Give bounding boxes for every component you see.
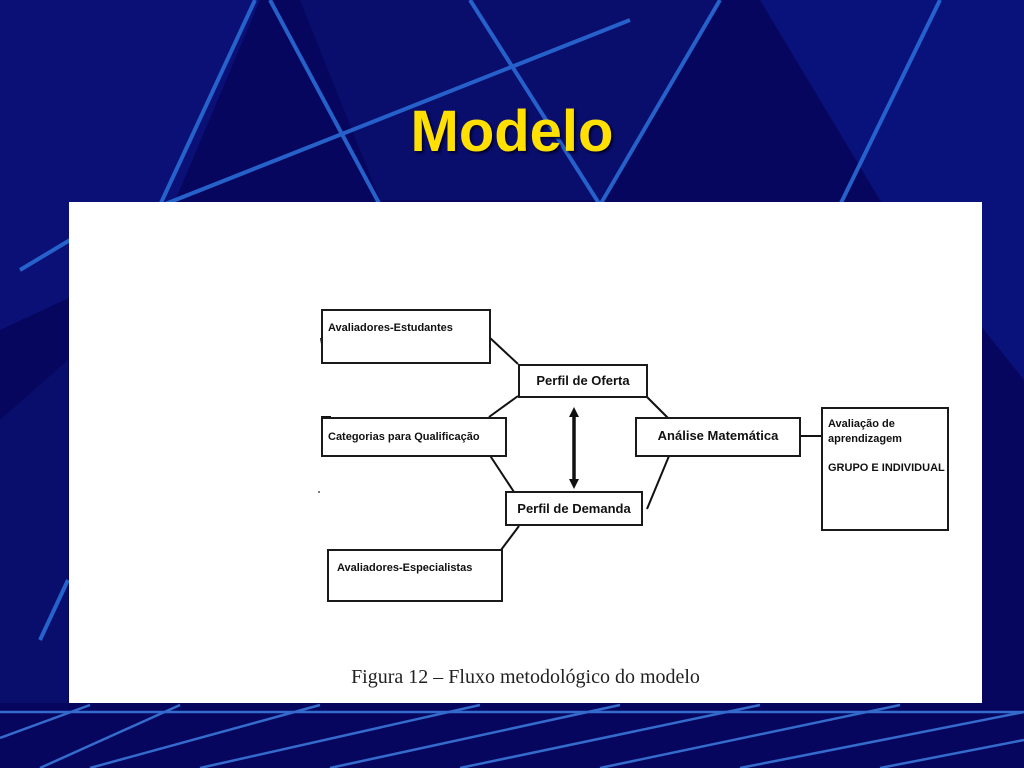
stray-dot xyxy=(318,491,320,493)
box-categorias-qualificacao: Categorias para Qualificação xyxy=(321,417,507,457)
connector-estudantes-oferta xyxy=(488,336,519,365)
box-perfil-oferta: Perfil de Oferta xyxy=(518,364,648,398)
connector-oferta-categorias xyxy=(488,395,519,418)
connector-oferta-analise xyxy=(645,395,670,420)
box-avaliacao-aprendizagem: Avaliação de aprendizagem GRUPO E INDIVI… xyxy=(821,407,949,531)
flow-diagram-connectors xyxy=(318,336,822,551)
box-analise-matematica: Análise Matemática xyxy=(635,417,801,457)
figure-panel: Avaliadores-Estudantes Categorias para Q… xyxy=(69,202,982,703)
connector-demanda-especialistas xyxy=(500,525,520,551)
connector-categorias-demanda xyxy=(488,453,515,493)
slide-title: Modelo xyxy=(410,99,614,164)
figure-caption: Figura 12 – Fluxo metodológico do modelo xyxy=(351,666,700,688)
box-perfil-demanda: Perfil de Demanda xyxy=(505,491,643,526)
box-avaliadores-especialistas: Avaliadores-Especialistas xyxy=(327,549,503,602)
connector-demanda-analise xyxy=(646,455,670,510)
box-avaliadores-estudantes: Avaliadores-Estudantes xyxy=(321,309,491,364)
